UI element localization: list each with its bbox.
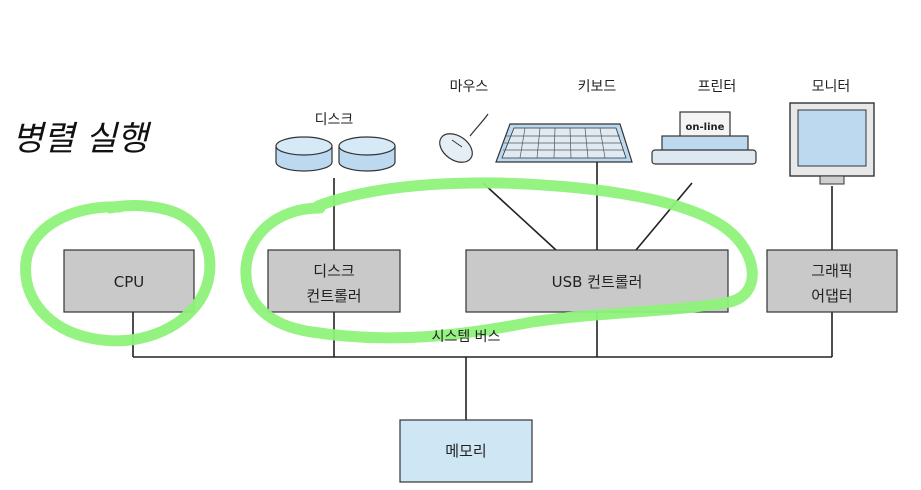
printer-label: 프린터 xyxy=(698,79,737,95)
keyboard-label: 키보드 xyxy=(578,79,617,95)
handwritten-note: 병렬 실행 xyxy=(12,119,152,159)
connection-lines xyxy=(132,162,833,420)
graphics-adapter-label-line1: 그래픽 xyxy=(811,262,852,280)
green-highlight-strokes xyxy=(20,177,758,347)
cpu-box: CPU xyxy=(63,249,195,313)
disk-icon xyxy=(275,136,396,172)
cpu-highlight-circle xyxy=(20,200,216,347)
printer-online-tag: on-line xyxy=(686,122,725,133)
controllers-highlight-loop xyxy=(240,177,758,344)
mouse-icon xyxy=(439,113,489,163)
graphics-adapter-box: 그래픽 어댑터 xyxy=(766,249,898,313)
memory-label: 메모리 xyxy=(445,442,486,460)
printer-icon: on-line xyxy=(651,111,757,165)
usb-controller-label: USB 컨트롤러 xyxy=(552,273,643,291)
system-bus-label: 시스템 버스 xyxy=(432,329,501,345)
keyboard-icon xyxy=(495,123,633,163)
disk-controller-box: 디스크 컨트롤러 xyxy=(267,249,401,313)
usb-controller-box: USB 컨트롤러 xyxy=(465,249,729,313)
monitor-label: 모니터 xyxy=(812,79,851,95)
disk-device-label: 디스크 xyxy=(315,112,354,128)
memory-box: 메모리 xyxy=(399,419,533,483)
monitor-icon xyxy=(789,102,875,185)
disk-controller-label-line2: 컨트롤러 xyxy=(306,287,361,305)
cpu-label: CPU xyxy=(114,273,145,291)
graphics-adapter-label-line2: 어댑터 xyxy=(811,287,852,305)
disk-controller-label-line1: 디스크 xyxy=(313,262,354,280)
mouse-label: 마우스 xyxy=(450,79,489,95)
